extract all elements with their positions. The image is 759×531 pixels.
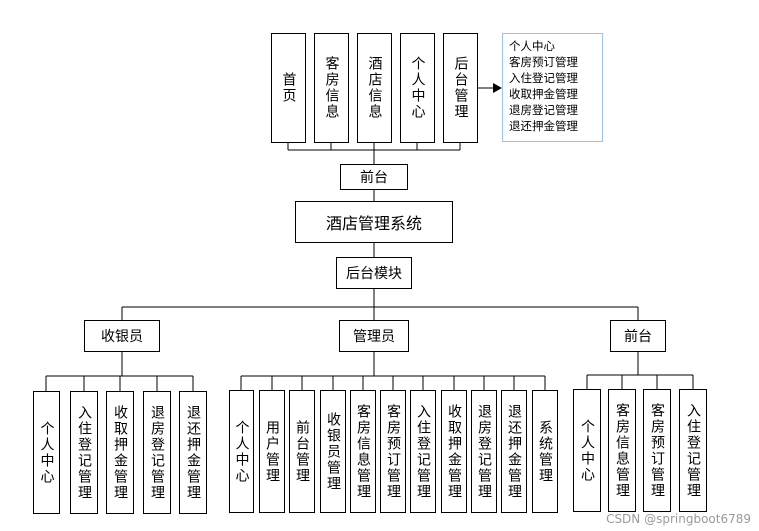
reception-item: 入住登记管理 (679, 389, 707, 512)
note-item: 收取押金管理 (509, 87, 578, 101)
page-backend: 后台管理 (443, 33, 478, 143)
admin-item-label: 收取押金管理 (446, 403, 462, 500)
admin-item: 系统管理 (532, 390, 558, 513)
page-backend-label: 后台管理 (452, 56, 469, 120)
role-admin-label: 管理员 (353, 329, 395, 345)
cashier-item-label: 退房登记管理 (149, 404, 165, 501)
admin-item: 个人中心 (229, 390, 254, 513)
admin-item: 收银员管理 (320, 390, 346, 513)
admin-item: 客房信息管理 (350, 390, 376, 513)
admin-item: 收取押金管理 (441, 390, 467, 513)
cashier-item: 退房登记管理 (143, 391, 171, 514)
admin-item-label: 系统管理 (537, 419, 553, 484)
note-item: 退房登记管理 (509, 103, 578, 117)
admin-item: 前台管理 (289, 390, 315, 513)
admin-item: 入住登记管理 (410, 390, 436, 513)
note-item: 入住登记管理 (509, 71, 578, 85)
cashier-item-label: 收取押金管理 (112, 404, 128, 501)
backend-module-label: 后台模块 (346, 266, 402, 282)
admin-item-label: 收银员管理 (325, 411, 341, 492)
admin-item-label: 退还押金管理 (506, 403, 522, 500)
admin-item-label: 客房预订管理 (385, 403, 401, 500)
role-reception: 前台 (610, 320, 666, 352)
front-desk-node: 前台 (340, 164, 408, 190)
watermark: CSDN @springboot6789 (606, 512, 751, 526)
admin-item-label: 用户管理 (264, 419, 280, 484)
cashier-item: 入住登记管理 (70, 391, 98, 514)
admin-item-label: 个人中心 (233, 419, 250, 484)
reception-item-label: 客房预订管理 (649, 402, 665, 499)
role-cashier: 收银员 (84, 320, 160, 352)
page-personal-center-label: 个人中心 (409, 56, 426, 120)
cashier-item-label: 入住登记管理 (76, 404, 92, 501)
cashier-item: 退还押金管理 (179, 391, 207, 514)
admin-item-label: 入住登记管理 (415, 403, 431, 500)
backend-module-node: 后台模块 (336, 257, 412, 289)
admin-item: 客房预订管理 (380, 390, 406, 513)
admin-item: 用户管理 (259, 390, 285, 513)
page-home: 首页 (271, 33, 306, 143)
admin-item: 退还押金管理 (501, 390, 527, 513)
page-room-info: 客房信息 (314, 33, 349, 143)
reception-item: 客房信息管理 (608, 389, 636, 512)
admin-item: 退房登记管理 (471, 390, 497, 513)
system-title: 酒店管理系统 (325, 214, 422, 233)
cashier-item: 收取押金管理 (106, 391, 134, 514)
page-personal-center: 个人中心 (400, 33, 435, 143)
system-title-node: 酒店管理系统 (295, 201, 453, 243)
cashier-item: 个人中心 (33, 391, 60, 514)
page-room-info-label: 客房信息 (323, 56, 340, 120)
cashier-item-label: 个人中心 (38, 420, 55, 485)
note-item: 客房预订管理 (509, 55, 578, 69)
reception-item: 个人中心 (573, 389, 601, 512)
page-hotel-info: 酒店信息 (357, 33, 392, 143)
backend-feature-note: 个人中心 客房预订管理 入住登记管理 收取押金管理 退房登记管理 退还押金管理 (502, 33, 603, 142)
admin-item-label: 客房信息管理 (355, 403, 371, 500)
front-desk-label: 前台 (360, 170, 388, 186)
role-admin: 管理员 (339, 320, 409, 352)
cashier-item-label: 退还押金管理 (185, 404, 201, 501)
reception-item: 客房预订管理 (643, 389, 671, 512)
note-item: 个人中心 (509, 39, 555, 53)
reception-item-label: 入住登记管理 (685, 402, 701, 499)
note-item: 退还押金管理 (509, 119, 578, 133)
reception-item-label: 客房信息管理 (614, 402, 630, 499)
page-hotel-info-label: 酒店信息 (366, 56, 383, 120)
arrow-head (493, 83, 502, 93)
admin-item-label: 前台管理 (294, 419, 310, 484)
page-home-label: 首页 (280, 72, 297, 104)
role-reception-label: 前台 (624, 329, 652, 345)
reception-item-label: 个人中心 (579, 418, 595, 483)
role-cashier-label: 收银员 (101, 329, 143, 345)
admin-item-label: 退房登记管理 (476, 403, 492, 500)
